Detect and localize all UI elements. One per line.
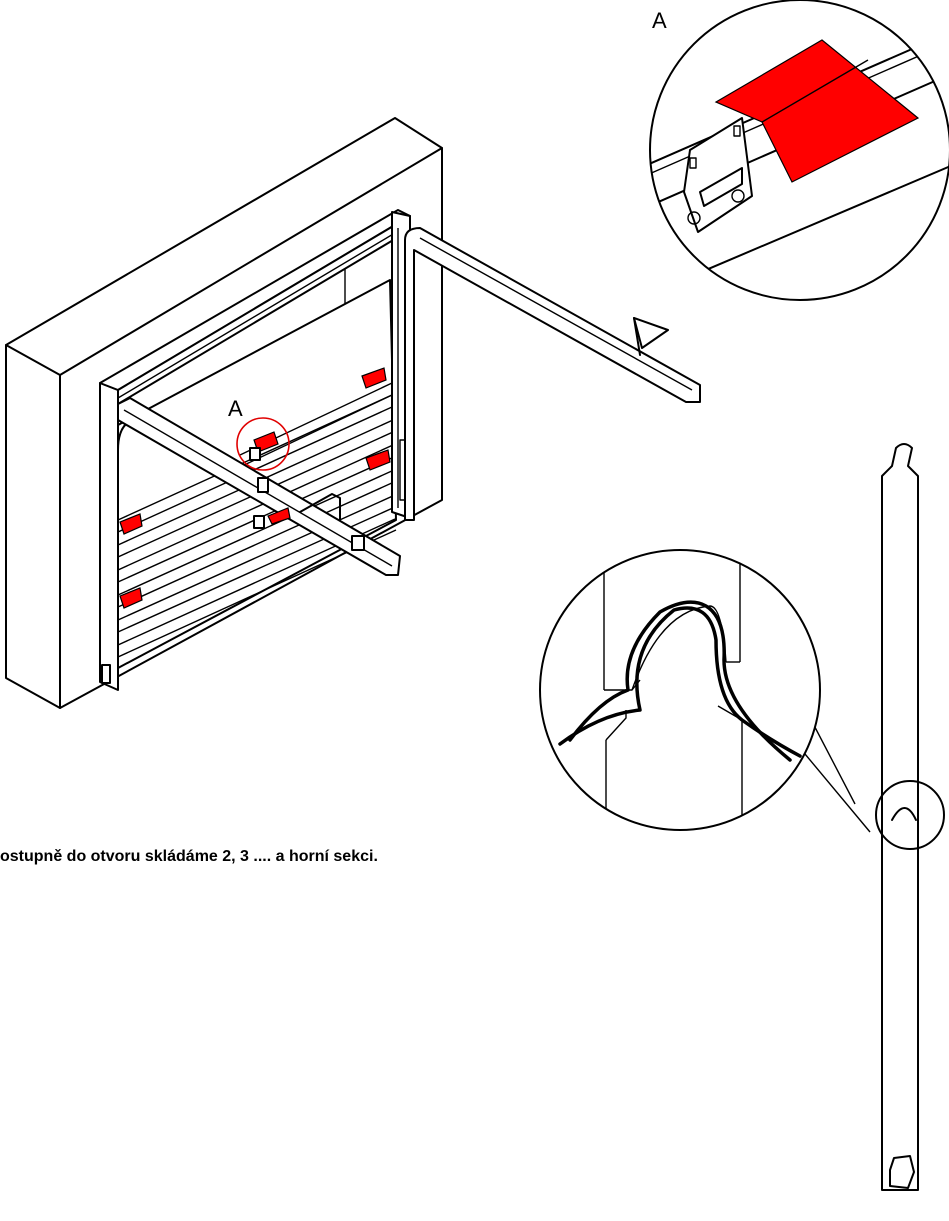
detail-label: A (652, 8, 667, 33)
door-frame (99, 209, 411, 691)
section-profile (799, 443, 945, 1191)
highlight-circle (236, 417, 290, 471)
detail-a-magnified (649, 0, 949, 301)
hinge-caps (119, 367, 391, 609)
joint-detail-magnified (539, 549, 821, 831)
horizontal-track-left (117, 397, 401, 576)
horizontal-track-right (404, 227, 701, 521)
instruction-caption: ostupně do otvoru skládáme 2, 3 .... a h… (0, 848, 378, 865)
door-detail-label: A (228, 396, 243, 421)
